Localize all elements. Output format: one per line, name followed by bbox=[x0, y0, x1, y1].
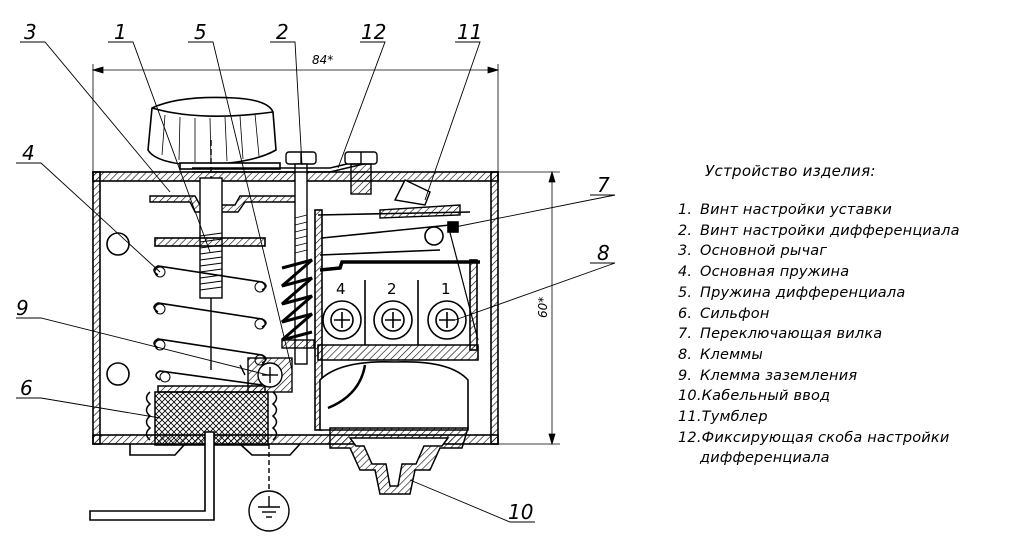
toggle-switch bbox=[344, 151, 461, 219]
callout-9: 9 bbox=[16, 296, 29, 320]
legend-item: 7.Переключающая вилка bbox=[678, 326, 883, 343]
callout-5: 5 bbox=[194, 20, 207, 44]
capillary-tube bbox=[89, 431, 215, 521]
callout-3: 3 bbox=[24, 20, 37, 44]
legend-item: 1.Винт настройки уставки bbox=[678, 202, 892, 218]
callout-7: 7 bbox=[597, 173, 610, 197]
differential-spring-screw bbox=[281, 151, 317, 365]
legend-title: Устройство изделия: bbox=[705, 162, 876, 180]
legend-item: 8.Клеммы bbox=[678, 346, 764, 363]
callout-labels: 3 1 5 2 12 11 4 7 8 9 6 10 bbox=[16, 20, 610, 524]
legend-item: 11.Тумблер bbox=[678, 409, 768, 426]
bellows bbox=[145, 385, 278, 446]
legend-item: 9.Клемма заземления bbox=[678, 367, 858, 384]
legend-list: 1.Винт настройки уставки 2.Винт настройк… bbox=[678, 200, 1018, 469]
callout-8: 8 bbox=[597, 241, 610, 265]
ground-terminal bbox=[239, 357, 293, 532]
terminal-block bbox=[314, 209, 479, 431]
terminal-number-2: 2 bbox=[387, 280, 397, 298]
width-dimension-label: 84* bbox=[312, 53, 333, 67]
callout-1: 1 bbox=[114, 20, 127, 44]
parts-legend: Устройство изделия: 1.Винт настройки уст… bbox=[678, 162, 1018, 469]
legend-item: 3.Основной рычаг bbox=[678, 243, 828, 260]
callout-10: 10 bbox=[508, 500, 533, 524]
terminal-numbers: 4 2 1 bbox=[336, 280, 451, 298]
setpoint-knob bbox=[147, 96, 281, 170]
terminal-number-4: 4 bbox=[336, 280, 346, 298]
callout-4: 4 bbox=[22, 141, 35, 165]
callout-11: 11 bbox=[457, 20, 482, 44]
leader-lines bbox=[16, 41, 616, 523]
height-dimension-label: 60* bbox=[536, 297, 550, 318]
legend-item: 6.Сильфон bbox=[678, 305, 770, 322]
legend-item: 2.Винт настройки дифференциала bbox=[678, 222, 960, 239]
callout-12: 12 bbox=[361, 20, 386, 44]
legend-item: 5.Пружина дифференциала bbox=[678, 284, 906, 301]
legend-item: 10.Кабельный ввод bbox=[678, 388, 831, 405]
main-lever bbox=[149, 195, 301, 213]
dimension-lines bbox=[91, 64, 560, 446]
cable-gland bbox=[329, 427, 470, 495]
legend-item: 4.Основная пружина bbox=[678, 264, 850, 281]
callout-6: 6 bbox=[20, 376, 33, 400]
terminal-number-1: 1 bbox=[441, 280, 451, 298]
callout-2: 2 bbox=[276, 20, 289, 44]
